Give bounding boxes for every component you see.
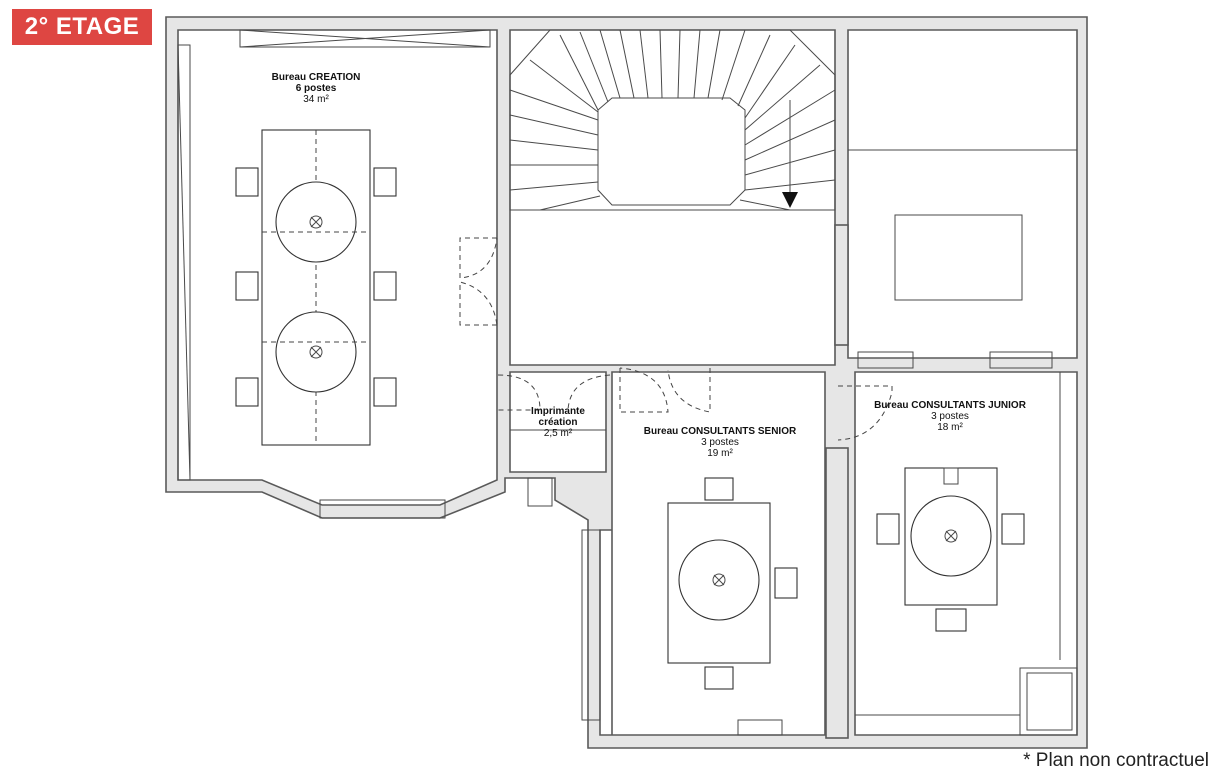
room-label-senior: Bureau CONSULTANTS SENIOR 3 postes 19 m² bbox=[620, 426, 820, 459]
room-name: Bureau CONSULTANTS JUNIOR bbox=[874, 400, 1026, 411]
room-name: Bureau CONSULTANTS SENIOR bbox=[643, 426, 797, 437]
doors bbox=[459, 237, 893, 441]
room-name: Bureau CREATION bbox=[271, 72, 361, 83]
right-top-room bbox=[848, 149, 1077, 369]
junior-table bbox=[876, 467, 1025, 632]
creation-bottom-window bbox=[319, 499, 446, 519]
room-seats: 3 postes bbox=[701, 437, 739, 448]
staircase bbox=[509, 29, 836, 211]
room-label-imprimante: Imprimante création 2,5 m² bbox=[510, 406, 606, 439]
senior-table bbox=[667, 477, 798, 690]
creation-top-window bbox=[177, 29, 491, 481]
walls bbox=[165, 16, 1088, 749]
floor-label: 2° ETAGE bbox=[24, 13, 140, 40]
creation-table bbox=[235, 129, 397, 446]
room-area: 2,5 m² bbox=[543, 428, 573, 439]
room-area: 19 m² bbox=[707, 448, 733, 459]
plan-footnote: * Plan non contractuel bbox=[1023, 750, 1209, 771]
room-area: 18 m² bbox=[937, 422, 963, 433]
room-label-creation: Bureau CREATION 6 postes 34 m² bbox=[236, 72, 396, 105]
floor-badge: 2° ETAGE bbox=[12, 9, 152, 45]
room-seats: 6 postes bbox=[295, 83, 337, 94]
room-label-junior: Bureau CONSULTANTS JUNIOR 3 postes 18 m² bbox=[850, 400, 1050, 433]
room-seats: 3 postes bbox=[931, 411, 969, 422]
room-name-line2: création bbox=[538, 417, 578, 428]
room-area: 34 m² bbox=[303, 94, 329, 105]
room-name-line1: Imprimante bbox=[531, 406, 585, 417]
